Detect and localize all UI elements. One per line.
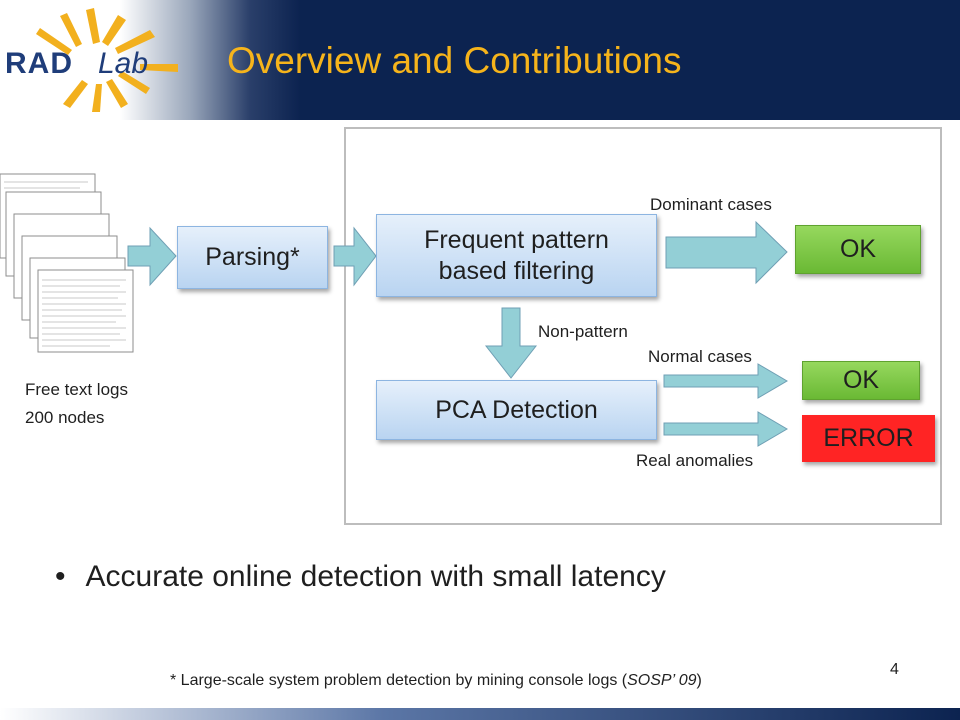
- filter-label-line1: Frequent pattern: [424, 225, 609, 254]
- real-anomalies-label: Real anomalies: [636, 451, 754, 470]
- footnote: * Large-scale system problem detection b…: [170, 672, 702, 690]
- footnote-prefix: * Large-scale system problem detection b…: [170, 672, 628, 689]
- header-bar: RAD Lab Overview and Contributions: [0, 0, 960, 120]
- arrow-logs-to-parsing: [127, 226, 177, 287]
- parsing-box: Parsing*: [177, 226, 328, 289]
- arrow-filter-to-ok: [665, 220, 788, 285]
- ok-normal-box: OK: [802, 361, 920, 400]
- arrow-pca-to-ok: [663, 363, 788, 399]
- ok2-label: OK: [842, 366, 880, 394]
- footnote-venue: SOSP’ 09: [627, 672, 697, 689]
- bullet-point: • Accurate online detection with small la…: [55, 560, 666, 594]
- error-label: ERROR: [823, 424, 914, 452]
- diagram-frame: [344, 127, 942, 525]
- free-text-logs-label: Free text logs: [25, 380, 128, 399]
- page-title: Overview and Contributions: [227, 40, 682, 81]
- normal-cases-label: Normal cases: [648, 347, 752, 366]
- rad-lab-logo: RAD Lab: [5, 8, 178, 112]
- bullet-text: Accurate online detection with small lat…: [85, 560, 666, 593]
- page-number: 4: [890, 661, 899, 678]
- non-pattern-label: Non-pattern: [538, 322, 628, 341]
- parsing-label: Parsing*: [205, 243, 300, 271]
- error-box: ERROR: [802, 415, 935, 462]
- filter-label-line2: based filtering: [438, 256, 595, 285]
- arrow-filter-to-pca: [484, 307, 538, 379]
- nodes-count-label: 200 nodes: [25, 408, 105, 427]
- dominant-cases-label: Dominant cases: [650, 195, 772, 214]
- ok1-label: OK: [839, 235, 877, 263]
- arrow-parsing-to-filter: [333, 226, 377, 287]
- svg-text:RAD: RAD: [5, 47, 73, 80]
- ok-dominant-box: OK: [795, 225, 921, 274]
- pca-box: PCA Detection: [376, 380, 657, 440]
- arrow-pca-to-error: [663, 411, 788, 447]
- footnote-suffix: ): [696, 672, 702, 689]
- filter-box: Frequent pattern based filtering: [376, 214, 657, 297]
- bullet-marker: •: [55, 560, 66, 593]
- footer-bar: [0, 708, 960, 720]
- pca-label: PCA Detection: [435, 395, 598, 424]
- svg-text:Lab: Lab: [98, 47, 148, 80]
